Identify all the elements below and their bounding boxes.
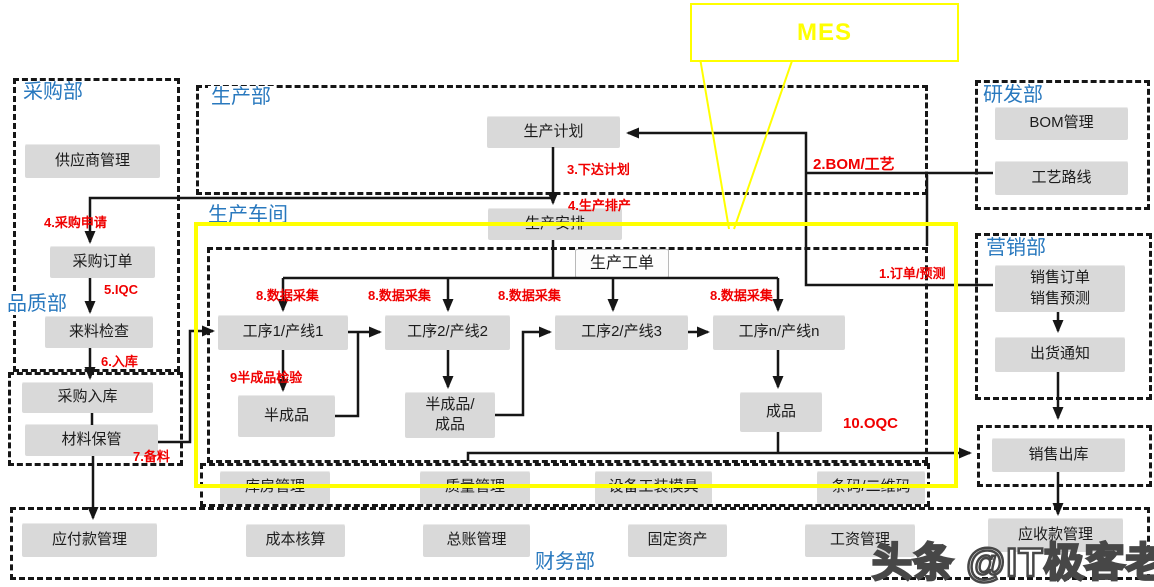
flow-label-iqc: 5.IQC (104, 282, 138, 297)
node-purchase-order: 采购订单 (50, 246, 155, 278)
node-process3: 工序2/产线3 (555, 315, 688, 350)
purchasing-dept-label: 采购部 (20, 81, 86, 103)
node-incoming-inspection: 来料检查 (45, 316, 153, 348)
node-cost-accounting: 成本核算 (246, 524, 345, 557)
flow-label-data-collect-3: 8.数据采集 (498, 288, 561, 303)
node-sales-order-forecast: 销售订单 销售预测 (995, 265, 1125, 312)
node-barcode-qrcode: 条码/二维码 (817, 471, 925, 504)
flow-label-production-scheduling: 4.生产排产 (568, 198, 631, 213)
node-payable-mgmt: 应付款管理 (22, 523, 157, 557)
flow-label-data-collect-4: 8.数据采集 (710, 288, 773, 303)
rnd-dept-label: 研发部 (980, 84, 1046, 106)
node-payroll-mgmt: 工资管理 (805, 524, 915, 557)
node-shipping-notice: 出货通知 (995, 337, 1125, 372)
flow-label-oqc: 10.OQC (843, 415, 899, 432)
node-production-plan: 生产计划 (487, 116, 620, 148)
node-equipment-tooling: 设备工装模具 (595, 471, 712, 504)
flow-label-release-plan: 3.下达计划 (567, 162, 630, 177)
node-purchase-instock: 采购入库 (22, 382, 153, 413)
flow-label-instock: 6.入库 (101, 354, 138, 369)
node-quality-mgmt: 质量管理 (420, 471, 530, 504)
flow-label-data-collect-1: 8.数据采集 (256, 288, 319, 303)
flow-label-material-prep: 7.备料 (133, 449, 170, 464)
flow-label-bom-route: 2.BOM/工艺 (813, 156, 895, 173)
watermark-text: 头条 @IT极客老兵 (871, 540, 1154, 587)
node-supplier-mgmt: 供应商管理 (25, 144, 160, 178)
marketing-dept-label: 营销部 (983, 237, 1049, 259)
node-process-route: 工艺路线 (995, 161, 1128, 195)
node-semi-finished: 半成品 (238, 395, 335, 437)
node-semi-or-finished: 半成品/ 成品 (405, 392, 495, 438)
flow-label-purchase-request: 4.采购申请 (44, 215, 107, 230)
marketing-dept-box (975, 233, 1152, 400)
flow-label-semi-inspection: 9半成品检验 (230, 370, 303, 385)
finance-dept-label: 财务部 (532, 551, 598, 573)
flow-label-order-forecast: 1.订单/预测 (879, 266, 946, 281)
node-material-keeping: 材料保管 (25, 424, 158, 456)
node-process1: 工序1/产线1 (218, 315, 348, 350)
finance-dept-box (10, 507, 1150, 580)
node-bom-mgmt: BOM管理 (995, 107, 1128, 140)
node-finished: 成品 (740, 392, 822, 432)
node-warehouse-mgmt: 库房管理 (220, 471, 330, 504)
outbound-box (977, 425, 1152, 487)
node-process2: 工序2/产线2 (385, 315, 510, 350)
mes-label: MES (796, 18, 852, 46)
node-sales-outbound: 销售出库 (992, 438, 1125, 472)
workshop-label: 生产车间 (205, 204, 291, 226)
production-dept-label: 生产部 (208, 86, 274, 108)
node-fixed-assets: 固定资产 (628, 524, 727, 557)
node-work-order: 生产工单 (575, 249, 669, 278)
node-processn: 工序n/产线n (713, 315, 845, 350)
quality-dept-label: 品质部 (4, 293, 70, 315)
flow-label-data-collect-2: 8.数据采集 (368, 288, 431, 303)
mes-callout-box: MES (690, 3, 959, 62)
node-general-ledger: 总账管理 (423, 524, 530, 557)
node-receivable-mgmt: 应收款管理 (988, 518, 1123, 552)
